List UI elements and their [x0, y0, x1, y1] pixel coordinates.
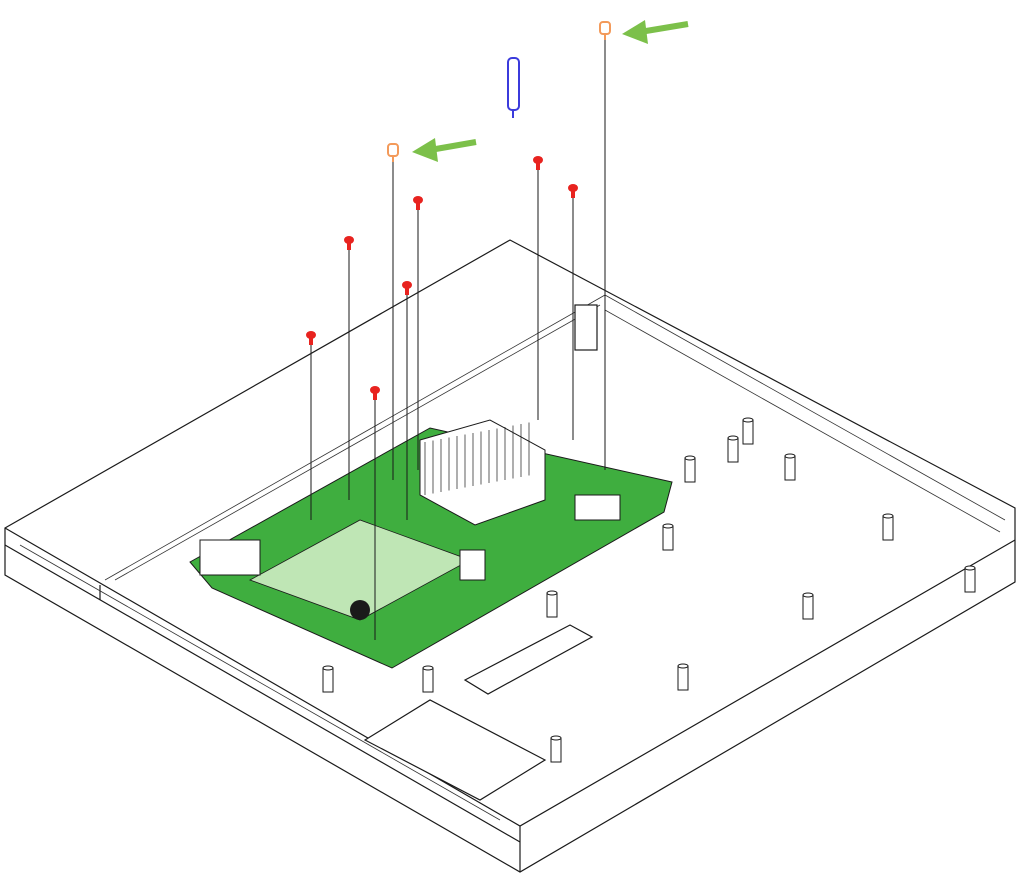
- capacitor: [350, 600, 370, 620]
- heatsink: [419, 419, 546, 526]
- screw-icon: [387, 143, 399, 162]
- chassis-standoff: [784, 453, 796, 481]
- arrow-left-icon: [622, 20, 689, 44]
- screw-icon: [306, 331, 316, 345]
- chassis-standoffs: [322, 417, 976, 763]
- screw-icon: [533, 156, 543, 170]
- chassis-standoff: [742, 417, 754, 445]
- chassis-standoff: [422, 665, 434, 693]
- screws: [306, 21, 611, 400]
- chassis-standoff: [662, 523, 674, 551]
- assembly-leader-lines: [310, 38, 606, 640]
- motherboard: [189, 419, 673, 669]
- screw-icon: [370, 386, 380, 400]
- screw-icon: [599, 21, 611, 40]
- chassis-standoff: [727, 435, 739, 463]
- chassis-standoff: [684, 455, 696, 483]
- chassis-standoff: [546, 590, 558, 618]
- screw-icon: [344, 236, 354, 250]
- chassis-standoff: [322, 665, 334, 693]
- chassis-standoff: [964, 565, 976, 593]
- chassis-standoff: [677, 663, 689, 691]
- chassis-standoff: [882, 513, 894, 541]
- chassis-standoff: [550, 735, 562, 763]
- standoff-icon: [507, 57, 520, 118]
- screw-icon: [413, 196, 423, 210]
- screw-icon: [568, 184, 578, 198]
- chassis-standoff: [802, 592, 814, 620]
- arrow-left-icon: [412, 138, 477, 162]
- label-plate-small: [463, 624, 594, 695]
- screw-icon: [402, 281, 412, 295]
- label-plate: [363, 699, 547, 801]
